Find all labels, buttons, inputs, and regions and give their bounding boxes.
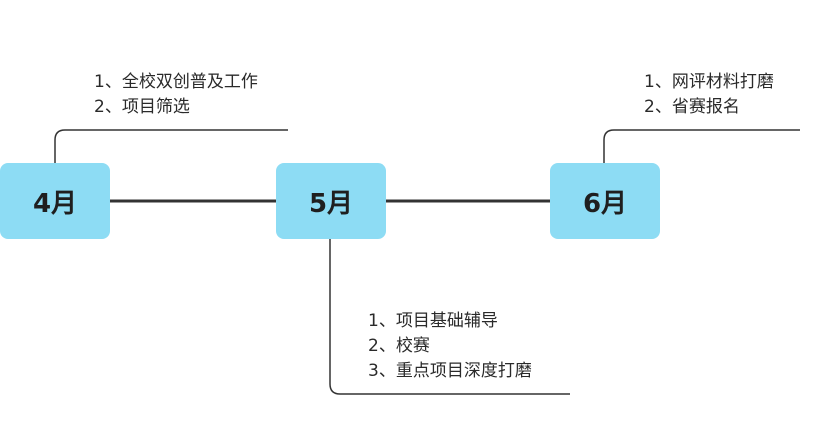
note-item: 3、重点项目深度打磨 [368,361,532,381]
note-item: 2、校赛 [368,336,430,356]
month-label-may: 5月 [308,188,354,219]
notes-june: 1、网评材料打磨 2、省赛报名 [644,70,774,120]
callout-connector-june [603,129,800,163]
month-label-june: 6月 [582,188,628,219]
note-item: 2、项目筛选 [94,97,190,117]
callout-connector-april [54,129,288,163]
note-item: 1、网评材料打磨 [644,72,774,92]
month-box-june: 6月 [550,163,660,239]
notes-april: 1、全校双创普及工作 2、项目筛选 [94,70,258,120]
note-item: 1、全校双创普及工作 [94,72,258,92]
callout-connector-may [329,239,570,395]
month-box-april: 4月 [0,163,110,239]
note-item: 1、项目基础辅导 [368,311,498,331]
notes-may: 1、项目基础辅导 2、校赛 3、重点项目深度打磨 [368,309,532,384]
note-item: 2、省赛报名 [644,97,740,117]
month-box-may: 5月 [276,163,386,239]
month-label-april: 4月 [32,188,78,219]
